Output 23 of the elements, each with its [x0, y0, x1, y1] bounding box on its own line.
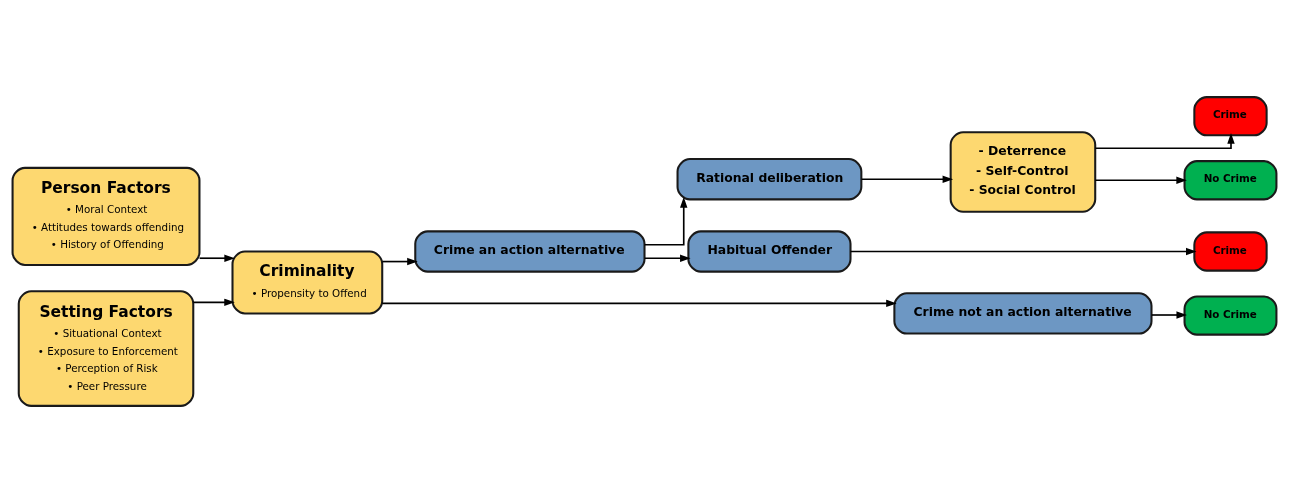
node-box: Crime: [1193, 230, 1268, 272]
node-box: Criminality • Propensity to Offend: [231, 249, 384, 314]
node-box: Habitual Offender: [687, 229, 852, 273]
node-box: Setting Factors • Situational Context • Exposure to Enforcement • Perception of Risk • Peer Pressure: [17, 289, 195, 407]
node-box: Crime: [1193, 95, 1268, 136]
node-box: No Crime: [1183, 294, 1278, 336]
arrow: [381, 257, 418, 265]
node-box: - Deterrence - Self-Control - Social Control: [949, 130, 1097, 213]
node-box: Crime an action alternative: [414, 229, 646, 273]
node-box: No Crime: [1183, 159, 1278, 200]
node-box: Person Factors • Moral Context • Attitudes towards offending • History of Offending: [11, 166, 201, 266]
arrow: [381, 299, 897, 307]
node-box: Rational deliberation: [676, 157, 863, 200]
arrow: [1094, 132, 1235, 149]
arrow: [849, 247, 1197, 255]
arrow: [643, 254, 691, 262]
arrow: [192, 298, 235, 306]
arrow: [1150, 310, 1187, 319]
arrow: [198, 254, 235, 262]
arrow: [643, 196, 688, 246]
arrow: [1094, 176, 1187, 184]
node-box: Crime not an action alternative: [893, 291, 1153, 335]
arrow: [860, 175, 954, 183]
